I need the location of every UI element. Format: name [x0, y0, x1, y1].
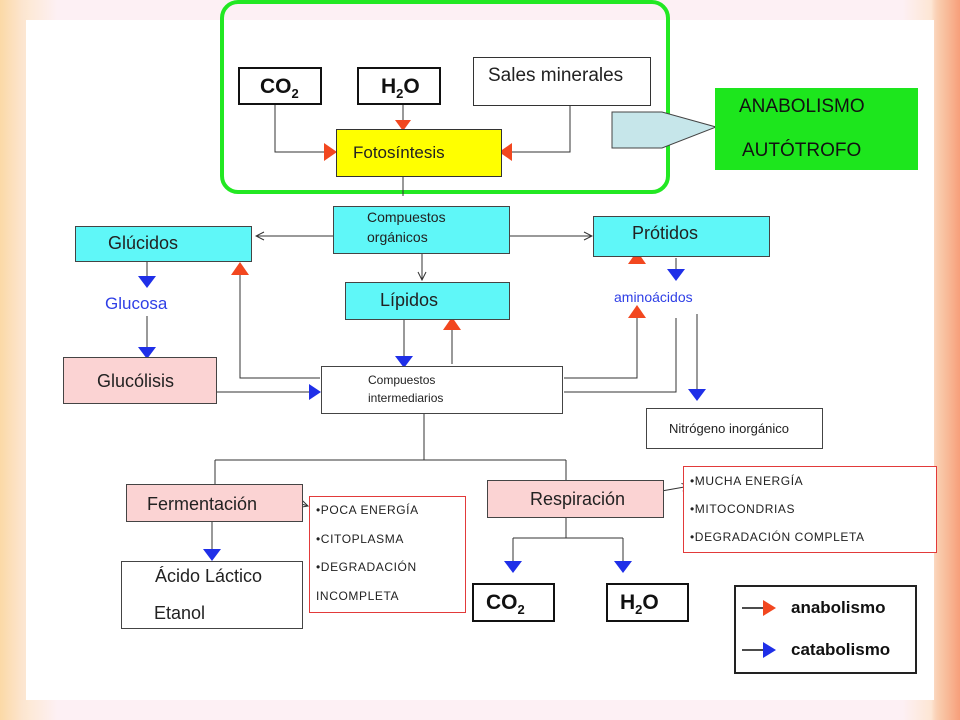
sales-minerales-box: Sales minerales — [473, 57, 651, 106]
respiracion-label: Respiración — [530, 489, 626, 509]
callout-pointer — [611, 111, 718, 149]
h2o-out-subscript: 2 — [635, 602, 643, 618]
h2o-out-pre-text: H — [620, 591, 636, 614]
co2-input-label: CO2 — [260, 75, 299, 101]
h2o-output-box: H2O — [606, 583, 689, 622]
compuestos-intermediarios-line2: intermediarios — [368, 391, 444, 405]
respiracion-note-2: •MITOCONDRIAS — [690, 502, 796, 516]
h2o-pre-text: H — [381, 75, 397, 98]
h2o-out-post-text: O — [642, 591, 659, 614]
fermentacion-note-4: INCOMPLETA — [316, 589, 400, 603]
fermentacion-note-1: •POCA ENERGÍA — [316, 503, 419, 517]
aminoacidos-label: aminoácidos — [614, 289, 693, 305]
fermentacion-note-3: •DEGRADACIÓN — [316, 560, 417, 574]
fotosintesis-box: Fotosíntesis — [336, 129, 502, 177]
h2o-input-box: H2O — [357, 67, 441, 105]
nitrogeno-inorganico-label: Nitrógeno inorgánico — [669, 421, 789, 436]
lipidos-box: Lípidos — [345, 282, 510, 320]
protidos-label: Prótidos — [632, 223, 699, 243]
co2-input-box: CO2 — [238, 67, 322, 105]
respiracion-notes-box: •MUCHA ENERGÍA •MITOCONDRIAS •DEGRADACIÓ… — [683, 466, 937, 553]
glucidos-label: Glúcidos — [108, 233, 179, 253]
co2-output-label: CO2 — [486, 591, 525, 617]
h2o-output-label: H2O — [620, 591, 659, 617]
compuestos-intermediarios-box: Compuestos intermediarios — [321, 366, 563, 414]
compuestos-organicos-line1: Compuestos — [367, 209, 446, 225]
acido-lactico-label: Ácido Láctico — [155, 566, 263, 586]
glucolisis-label: Glucólisis — [97, 371, 175, 391]
co2-out-subscript: 2 — [517, 602, 525, 618]
catabolism-arrowheads — [138, 269, 776, 658]
callout-line1: ANABOLISMO — [739, 96, 865, 117]
fotosintesis-label: Fotosíntesis — [353, 143, 445, 162]
fermentacion-box: Fermentación — [126, 484, 303, 522]
respiracion-box: Respiración — [487, 480, 664, 518]
legend-anabolismo-label: anabolismo — [791, 598, 886, 617]
compuestos-organicos-box: Compuestos orgánicos — [333, 206, 510, 254]
glucolisis-box: Glucólisis — [63, 357, 217, 404]
fermentacion-notes-box: •POCA ENERGÍA •CITOPLASMA •DEGRADACIÓN I… — [309, 496, 466, 613]
co2-output-box: CO2 — [472, 583, 555, 622]
fermentacion-note-2: •CITOPLASMA — [316, 532, 404, 546]
h2o-input-label: H2O — [381, 75, 420, 101]
respiracion-note-3: •DEGRADACIÓN COMPLETA — [690, 530, 865, 544]
nitrogeno-inorganico-box: Nitrógeno inorgánico — [646, 408, 823, 449]
glucosa-label: Glucosa — [105, 294, 168, 313]
respiracion-note-1: •MUCHA ENERGÍA — [690, 474, 804, 488]
anabolismo-autotrofo-callout: ANABOLISMO AUTÓTROFO — [715, 88, 918, 170]
co2-main-text: CO — [260, 75, 292, 98]
lipidos-label: Lípidos — [380, 290, 439, 310]
co2-subscript: 2 — [291, 86, 299, 102]
legend-box: anabolismo catabolismo — [734, 585, 917, 674]
etanol-label: Etanol — [154, 603, 206, 623]
acido-lactico-etanol-box: Ácido Láctico Etanol — [121, 561, 303, 629]
compuestos-intermediarios-line1: Compuestos — [368, 373, 436, 387]
anabolismo-frame — [220, 0, 670, 194]
glucidos-box: Glúcidos — [75, 226, 252, 262]
protidos-box: Prótidos — [593, 216, 770, 257]
anabolism-arrowheads — [231, 120, 776, 616]
sales-minerales-label: Sales minerales — [488, 65, 624, 86]
h2o-subscript: 2 — [396, 86, 404, 102]
legend-catabolismo-label: catabolismo — [791, 640, 891, 659]
callout-line2: AUTÓTROFO — [742, 140, 862, 161]
fermentacion-label: Fermentación — [147, 494, 258, 514]
h2o-post-text: O — [403, 75, 420, 98]
compuestos-organicos-line2: orgánicos — [367, 229, 428, 245]
co2-out-main-text: CO — [486, 591, 518, 614]
